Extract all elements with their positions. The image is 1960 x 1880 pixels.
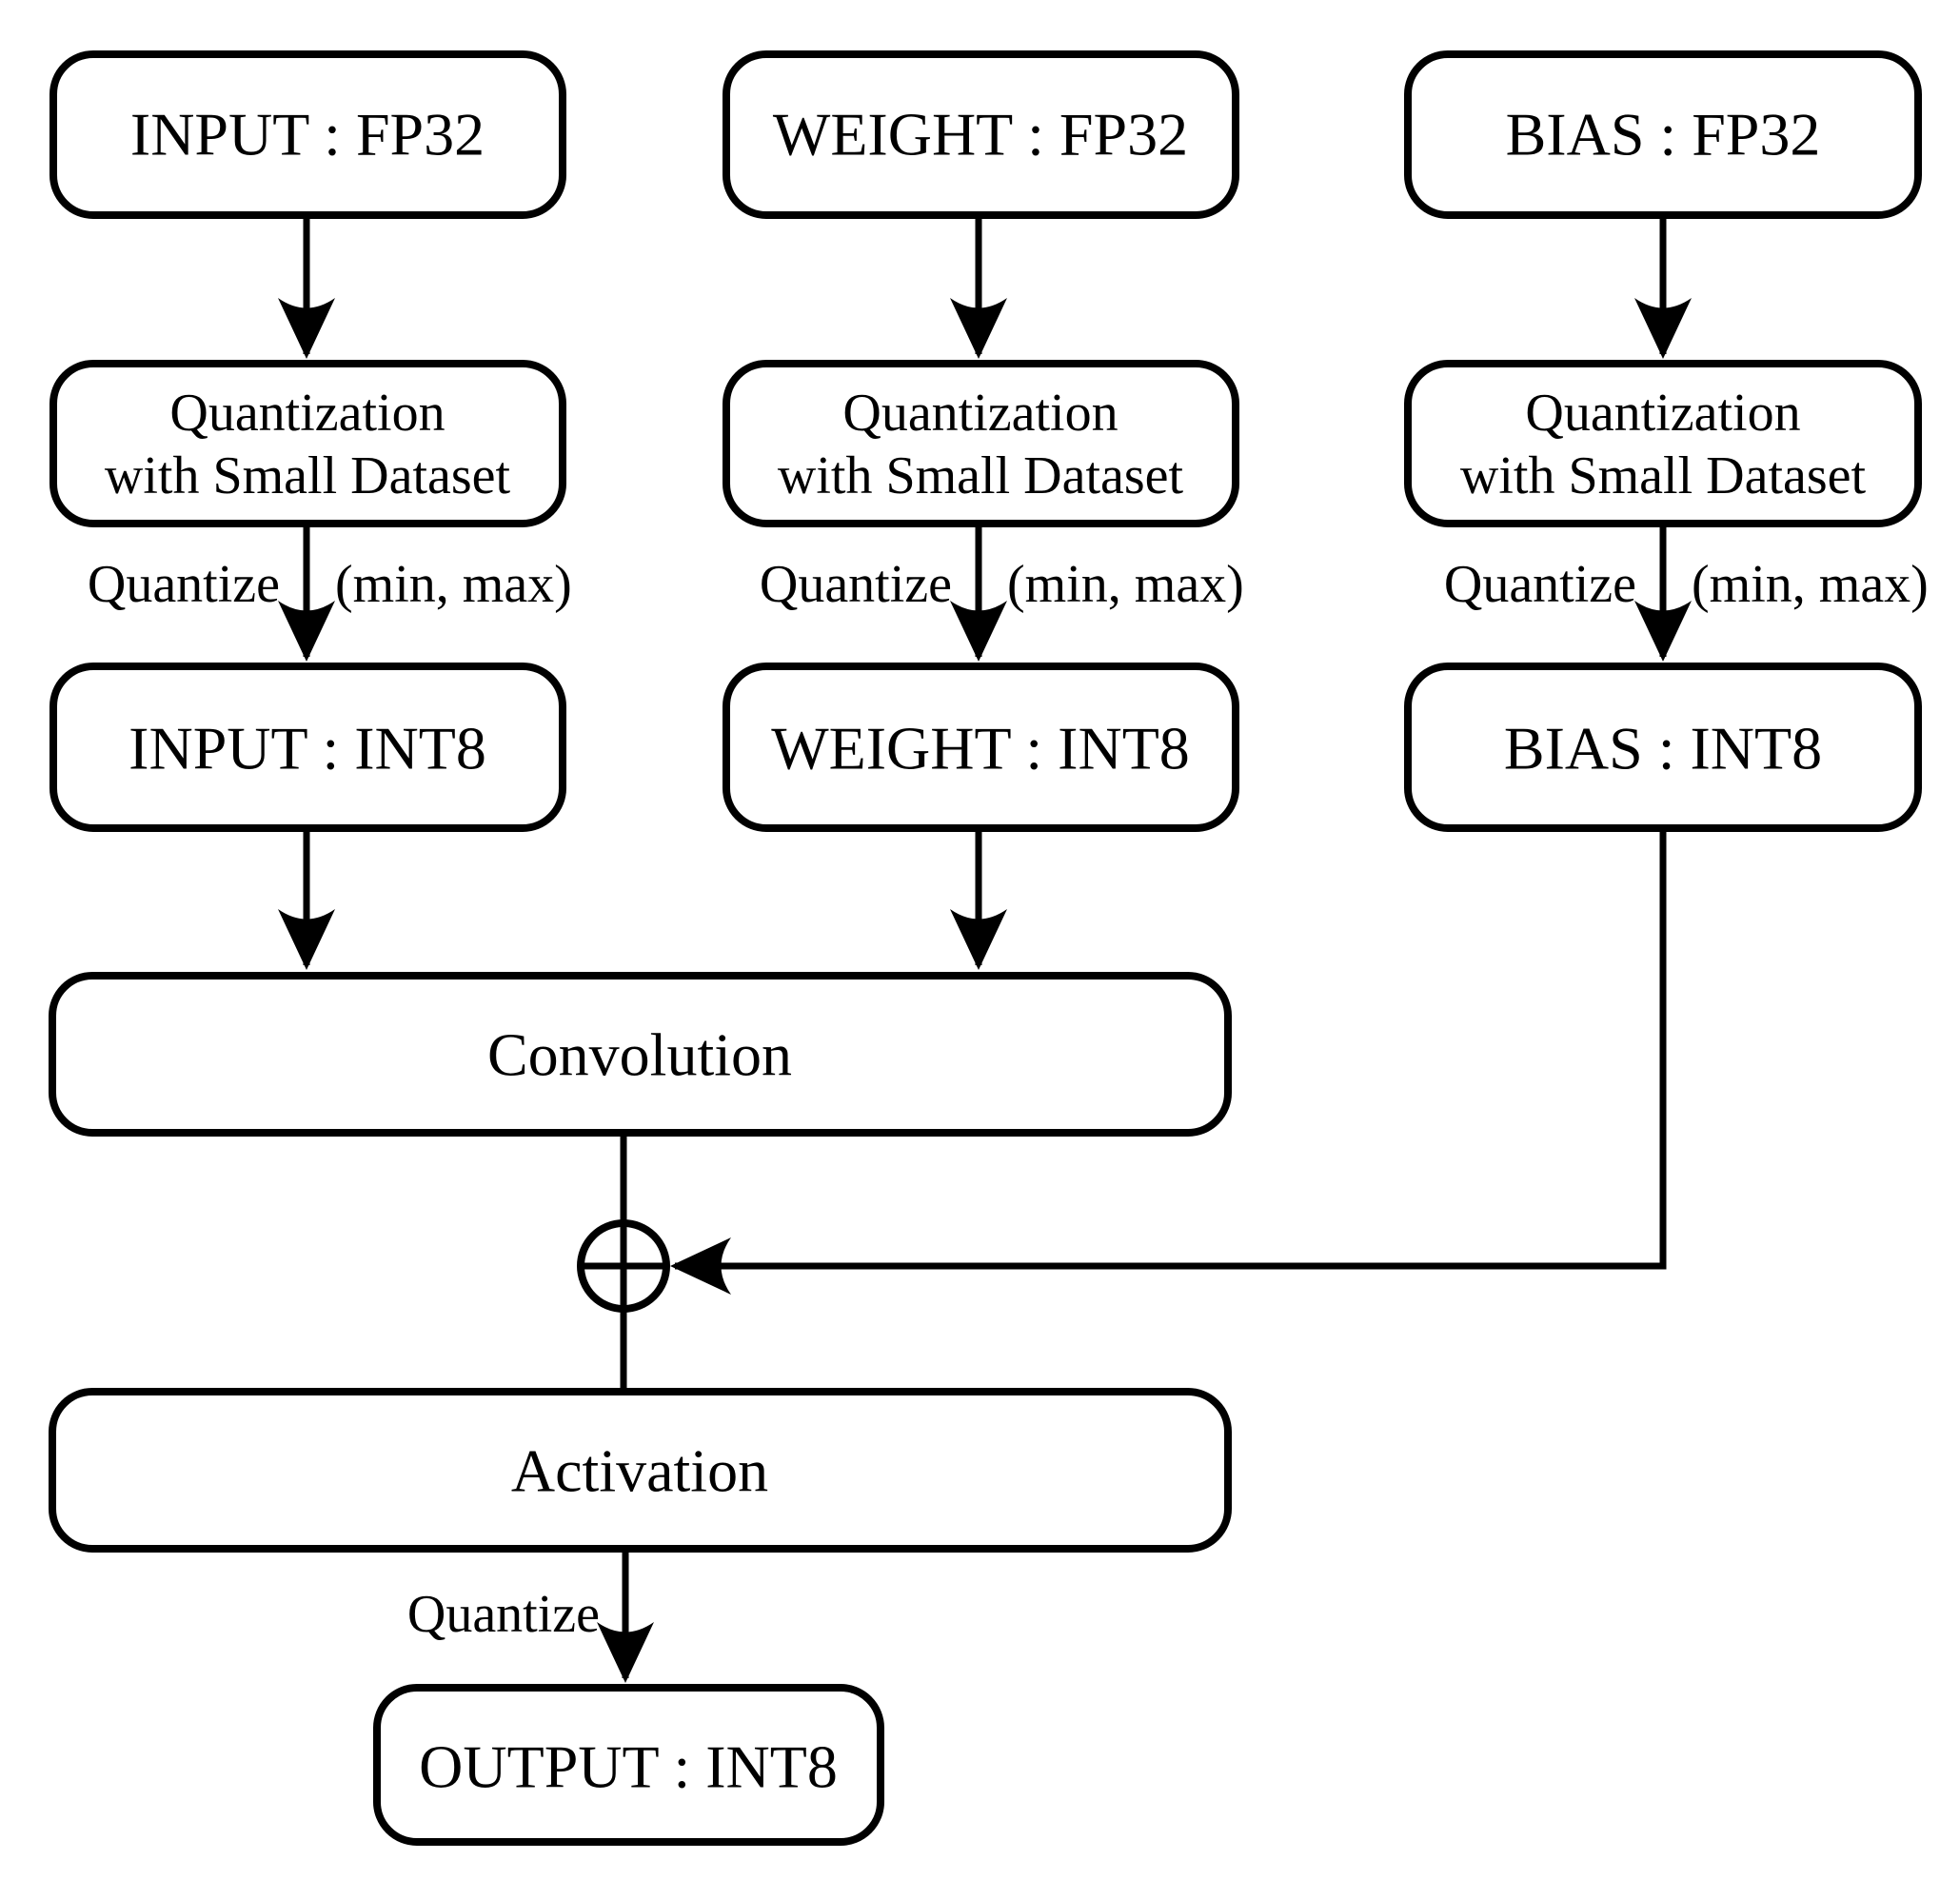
- weight-int8-box: [723, 663, 1239, 832]
- input-quantization-box: [49, 360, 566, 527]
- bias-quantization-box: [1404, 360, 1922, 527]
- weight-quantize-edge-label: Quantize: [760, 555, 952, 614]
- activation-box: [49, 1388, 1232, 1553]
- weight-column: WEIGHT : FP32 Quantization with Small Da…: [723, 50, 1244, 970]
- activation-node: Activation: [49, 1388, 1232, 1553]
- input-fp32-box: [49, 50, 566, 219]
- output-int8-box: [373, 1684, 884, 1846]
- bias-int8-label: BIAS : INT8: [1504, 715, 1822, 782]
- weight-minmax-edge-label: (min, max): [1007, 555, 1244, 614]
- bias-column: BIAS : FP32 Quantization with Small Data…: [670, 50, 1929, 1295]
- input-int8-label: INPUT : INT8: [129, 715, 486, 782]
- bias-fp32-box: [1404, 50, 1922, 219]
- activation-label: Activation: [511, 1437, 768, 1505]
- convolution-node: Convolution: [49, 972, 1232, 1137]
- input-column: INPUT : FP32 Quantization with Small Dat…: [49, 50, 572, 970]
- weight-fp32-box: [723, 50, 1239, 219]
- input-fp32-label: INPUT : FP32: [130, 101, 485, 168]
- convolution-label: Convolution: [487, 1021, 792, 1089]
- weight-quantization-label-line2: with Small Dataset: [778, 446, 1184, 505]
- weight-quantization-label-line1: Quantization: [842, 384, 1118, 443]
- input-minmax-edge-label: (min, max): [335, 555, 572, 614]
- bias-fp32-label: BIAS : FP32: [1506, 101, 1821, 168]
- output-int8-label: OUTPUT : INT8: [419, 1733, 838, 1801]
- weight-quantization-box: [723, 360, 1239, 527]
- bias-quantization-label-line2: with Small Dataset: [1460, 446, 1867, 505]
- add-operator-icon: [577, 1219, 670, 1313]
- weight-fp32-label: WEIGHT : FP32: [773, 101, 1188, 168]
- weight-int8-label: WEIGHT : INT8: [771, 715, 1190, 782]
- input-int8-box: [49, 663, 566, 832]
- bias-int8-box: [1404, 663, 1922, 832]
- input-quantization-label-line1: Quantization: [169, 384, 445, 443]
- bias-quantization-label-line1: Quantization: [1525, 384, 1800, 443]
- input-quantization-label-line2: with Small Dataset: [105, 446, 511, 505]
- bias-minmax-edge-label: (min, max): [1692, 555, 1929, 614]
- final-quantize-edge-label: Quantize: [407, 1585, 600, 1644]
- input-quantize-edge-label: Quantize: [88, 555, 280, 614]
- bias-quantize-edge-label: Quantize: [1444, 555, 1636, 614]
- convolution-box: [49, 972, 1232, 1137]
- output-node: OUTPUT : INT8: [373, 1684, 884, 1846]
- arrow-bias-int8-to-add: [670, 828, 1667, 1295]
